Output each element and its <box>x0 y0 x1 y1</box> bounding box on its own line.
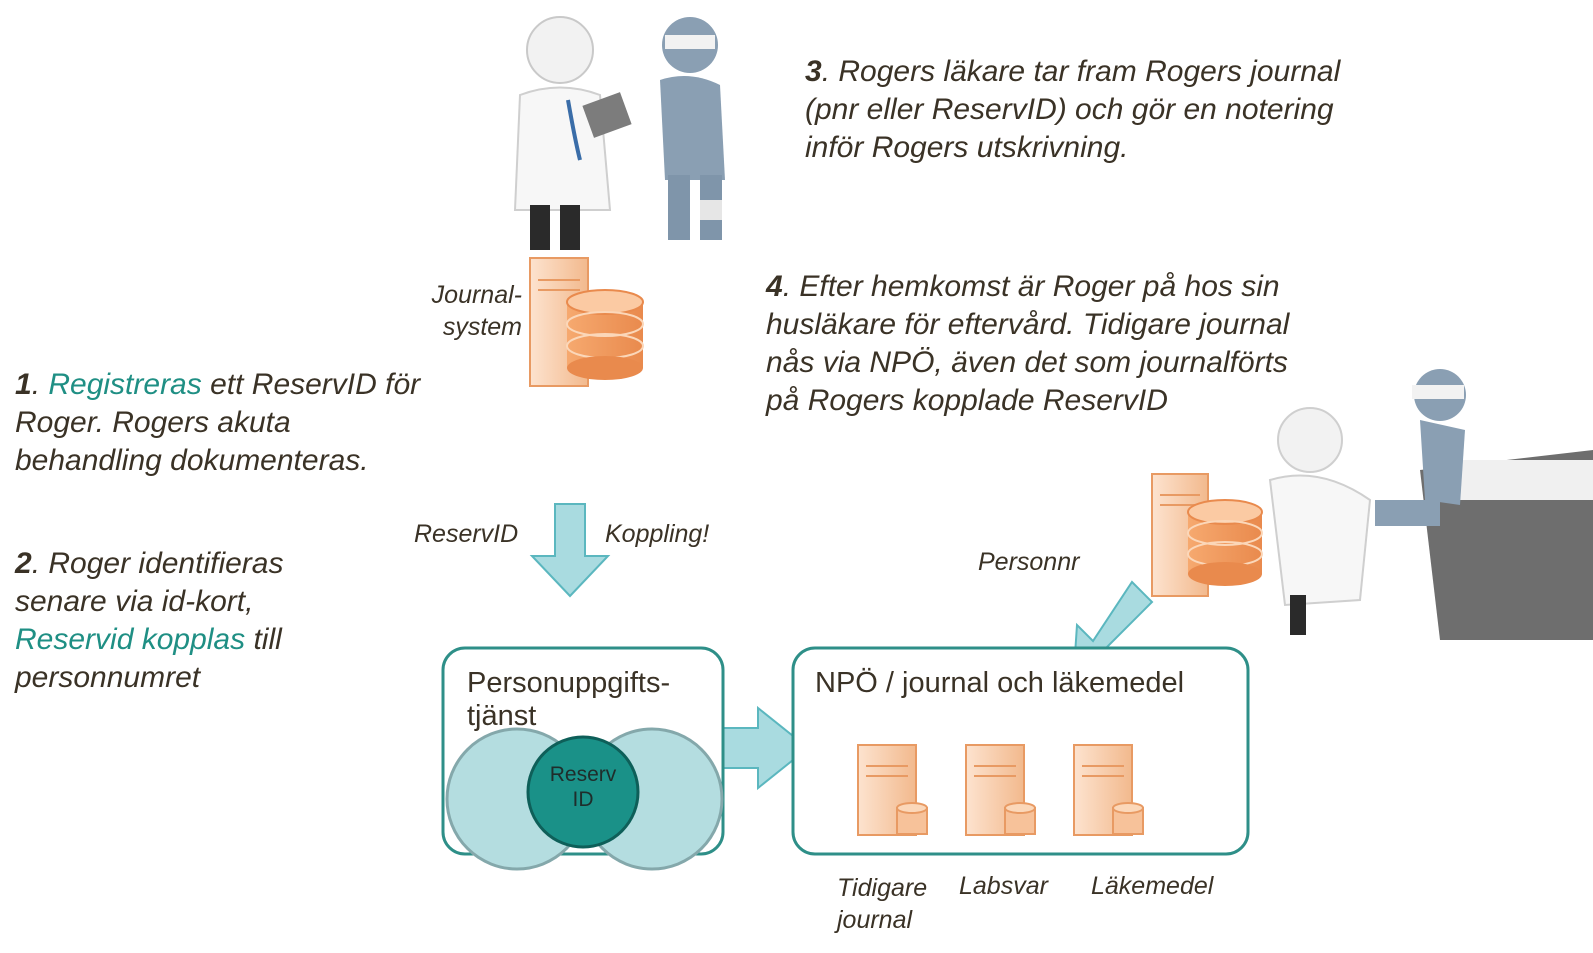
journalsystem-label-line-2: system <box>442 313 522 341</box>
server-tidigare-journal-icon <box>857 744 928 836</box>
step-1-punct: . <box>31 368 49 401</box>
step-4-line-4: på Rogers kopplade ReservID <box>766 384 1168 417</box>
step-1-line-3: behandling dokumenteras. <box>15 444 369 477</box>
person-service-title-line-1: Personuppgifts- <box>467 667 671 699</box>
reservid-down-arrow <box>529 503 611 598</box>
reservid-circle-label-line-1: Reserv <box>549 763 617 786</box>
step-2-number: 2 <box>15 547 32 580</box>
personnr-server-icon <box>1151 473 1263 597</box>
reservid-circle <box>526 735 640 849</box>
step-2-text: 2. Roger identifieras senare via id-kort… <box>15 545 395 697</box>
step-1-highlight: Registreras <box>48 368 202 401</box>
tidigare-journal-label-line-2: journal <box>837 906 913 934</box>
step-3-line-1: . Rogers läkare tar fram Rogers journal <box>821 55 1341 88</box>
step-4-line-1: . Efter hemkomst är Roger på hos sin <box>782 270 1280 303</box>
personnr-label: Personnr <box>978 548 1080 576</box>
step-4-line-2: husläkare för eftervård. Tidigare journa… <box>766 308 1290 341</box>
journalsystem-label: Journal- system <box>412 279 522 343</box>
server-labsvar-icon <box>965 744 1036 836</box>
step-4-text: 4. Efter hemkomst är Roger på hos sin hu… <box>766 268 1466 420</box>
step-1-number: 1 <box>15 368 32 401</box>
step-3-line-3: inför Rogers utskrivning. <box>805 131 1129 164</box>
server-lakemedel-icon <box>1073 744 1144 836</box>
step-1-text: 1. Registreras ett ReservID för Roger. R… <box>15 366 535 480</box>
journal-server-icon <box>529 257 644 387</box>
reservid-circle-label-line-2: ID <box>572 788 594 811</box>
step-3-number: 3 <box>805 55 822 88</box>
reservid-label: ReservID <box>414 520 519 548</box>
step-3-text: 3. Rogers läkare tar fram Rogers journal… <box>805 53 1505 167</box>
step-1-line-2: Roger. Rogers akuta <box>15 406 291 439</box>
step-2-highlight: Reservid kopplas <box>15 623 246 656</box>
person-service-title-line-2: tjänst <box>467 700 537 732</box>
step-4-line-3: nås via NPÖ, även det som journalförts <box>766 346 1288 379</box>
journalsystem-label-line-1: Journal- <box>431 281 522 309</box>
examination-illustration <box>1268 369 1593 640</box>
tidigare-journal-label: Tidigare journal <box>837 872 927 936</box>
tidigare-journal-label-line-1: Tidigare <box>837 874 928 902</box>
person-service-title: Personuppgifts- tjänst <box>467 667 670 733</box>
step-2-line-1: . Roger identifieras <box>31 547 284 580</box>
reservid-circle-label: Reserv ID <box>528 762 638 812</box>
labsvar-label: Labsvar <box>959 872 1048 900</box>
step-2-line-2: senare via id-kort, <box>15 585 254 618</box>
step-1-line-1-rest: ett ReservID för <box>201 368 421 401</box>
koppling-label: Koppling! <box>605 520 710 548</box>
doctor-patient-illustration <box>513 16 725 250</box>
step-3-line-2: (pnr eller ReservID) och gör en notering <box>805 93 1334 126</box>
lakemedel-label: Läkemedel <box>1091 872 1214 900</box>
step-4-number: 4 <box>766 270 783 303</box>
step-2-line-4: personnumret <box>15 661 201 694</box>
npo-title: NPÖ / journal och läkemedel <box>815 667 1185 699</box>
step-2-line-3-rest: till <box>245 623 282 656</box>
